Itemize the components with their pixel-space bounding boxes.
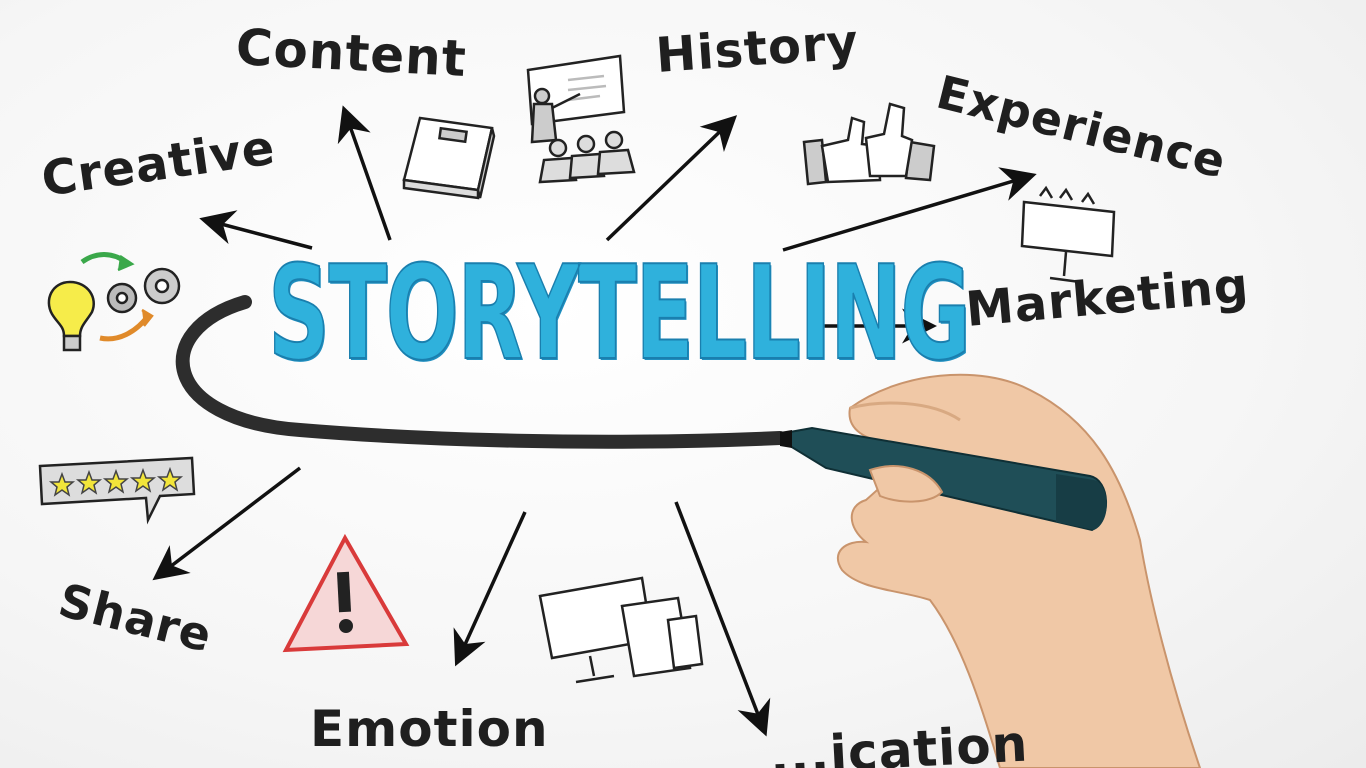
presentation-icon xyxy=(526,54,636,184)
center-title: STORYTELLING xyxy=(267,237,971,389)
arrow-to-partial xyxy=(674,501,771,737)
devices-icon xyxy=(538,576,704,684)
node-emotion: Emotion xyxy=(310,700,549,758)
arrow-to-creative xyxy=(199,210,313,250)
book-icon xyxy=(402,116,496,200)
lightbulb-gears-icon xyxy=(47,252,181,352)
arrow-to-content xyxy=(337,105,392,241)
thumbs-up-icon xyxy=(802,102,936,186)
warning-icon xyxy=(282,533,410,653)
arrow-to-share xyxy=(152,466,302,581)
hand-marker-icon xyxy=(780,373,1202,768)
arrow-to-emotion xyxy=(453,511,527,667)
arrow-to-history xyxy=(605,115,738,242)
rating-stars-icon xyxy=(38,456,196,525)
arrow-to-experience xyxy=(782,167,1037,252)
marker-swoosh xyxy=(175,295,787,449)
billboard-icon xyxy=(1020,185,1116,284)
node-content: Content xyxy=(234,18,469,89)
